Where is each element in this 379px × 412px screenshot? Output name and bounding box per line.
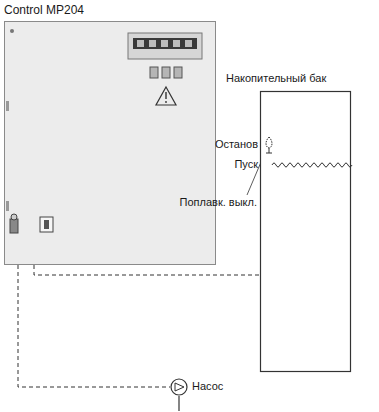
float-level-label: Пуск [234,158,258,171]
storage-tank: Накопительный бакПоплавк. выкл. [226,72,366,375]
pump-symbol [170,378,188,396]
control-cable [18,265,170,387]
node-label: Накопительный бак [226,72,366,85]
node-label: Control MP204 [4,4,216,17]
float-level-label: Останов [215,138,258,151]
cabinet-drawing [4,21,216,265]
pump: Насос [170,378,232,396]
node-label: Поплавк. выкл. [180,196,257,209]
pipe [178,396,179,411]
control-cabinet: Control MP204 [4,4,216,265]
float-symbol [263,136,275,154]
tank-drawing [226,85,366,375]
node-label: Насос [192,380,223,393]
float-switch: Поплавк. выкл. [263,136,275,154]
